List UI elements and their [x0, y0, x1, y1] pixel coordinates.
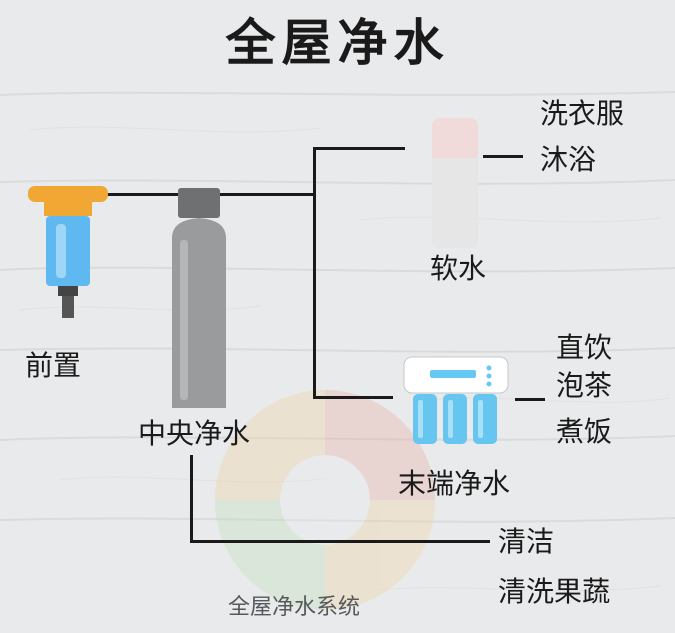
- softener-icon: [432, 118, 478, 248]
- branch-to-ro-line: [313, 396, 393, 399]
- ro-use-2: 泡茶: [556, 369, 613, 402]
- softener-use-2: 沐浴: [540, 143, 597, 176]
- prefilter-icon: [28, 186, 108, 318]
- prefilter-label: 前置: [25, 349, 82, 382]
- central-use-1: 清洁: [498, 525, 555, 558]
- branch-to-softener-line: [313, 147, 405, 150]
- softener-use-1: 洗衣服: [540, 97, 625, 130]
- central-use-2: 清洗果蔬: [498, 575, 611, 608]
- central-label: 中央净水: [138, 417, 251, 450]
- ro-use-3: 煮饭: [556, 415, 613, 448]
- point-of-use-label: 末端净水: [398, 467, 511, 500]
- ro-use-1: 直饮: [556, 331, 613, 364]
- diagram-title: 全屋净水: [225, 14, 450, 72]
- watermark-emblem: [215, 390, 435, 610]
- softener-uses-line: [483, 155, 523, 158]
- branch-vertical-line: [313, 147, 316, 399]
- central-uses-line: [190, 540, 490, 543]
- ro-uses-line: [515, 398, 545, 401]
- central-down-line: [190, 455, 193, 543]
- watermark-text: 全屋净水系统: [228, 595, 361, 620]
- central-tank-icon: [172, 188, 226, 408]
- softener-label: 软水: [430, 252, 487, 285]
- ro-unit-icon: [403, 356, 509, 444]
